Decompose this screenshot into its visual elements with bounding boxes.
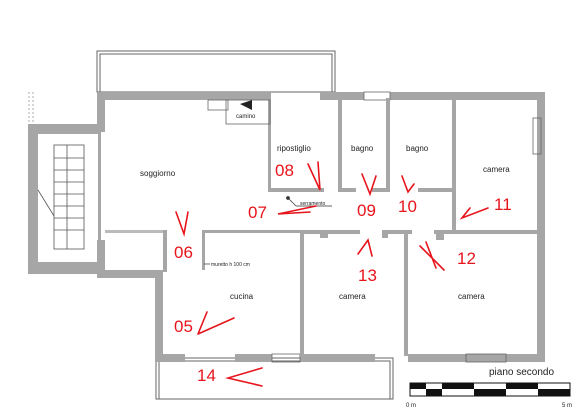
camino-fireplace — [207, 99, 271, 125]
marker-11: 11 — [494, 195, 512, 214]
serramento-leader — [286, 196, 332, 207]
interior-walls — [105, 98, 538, 356]
top-balcony — [96, 50, 336, 93]
room-label-camera-right: camera — [458, 292, 485, 301]
bottom-balcony — [155, 357, 394, 400]
scale-title: piano secondo — [489, 367, 554, 378]
marker-14: 14 — [197, 366, 216, 385]
room-label-bagno-2: bagno — [406, 144, 429, 153]
room-label-cucina: cucina — [230, 292, 254, 301]
marker-10: 10 — [398, 197, 417, 216]
scale-start-label: 0 m — [406, 403, 416, 409]
marker-12: 12 — [457, 249, 476, 268]
marker-09: 09 — [357, 201, 376, 220]
red-annotations — [175, 161, 489, 387]
room-label-bagno-1: bagno — [351, 144, 374, 153]
note-muretto: muretto h 100 cm — [211, 262, 250, 268]
room-label-camera-right-top: camera — [483, 165, 510, 174]
marker-08: 08 — [275, 161, 294, 180]
room-label-ripostiglio: ripostiglio — [277, 144, 311, 153]
room-label-camino: camino — [236, 114, 256, 120]
room-label-soggiorno: soggiorno — [140, 169, 176, 178]
marker-13: 13 — [358, 266, 377, 285]
marker-07: 07 — [248, 203, 267, 222]
room-label-camera-center: camera — [339, 292, 366, 301]
scale-bar — [409, 382, 571, 397]
note-serramento: serramento — [300, 201, 326, 207]
exterior-walls — [97, 92, 545, 362]
marker-06: 06 — [174, 243, 193, 262]
scale-end-label: 5 m — [562, 403, 572, 409]
stair-block — [28, 92, 101, 274]
windows — [271, 91, 542, 363]
marker-05: 05 — [174, 317, 193, 336]
